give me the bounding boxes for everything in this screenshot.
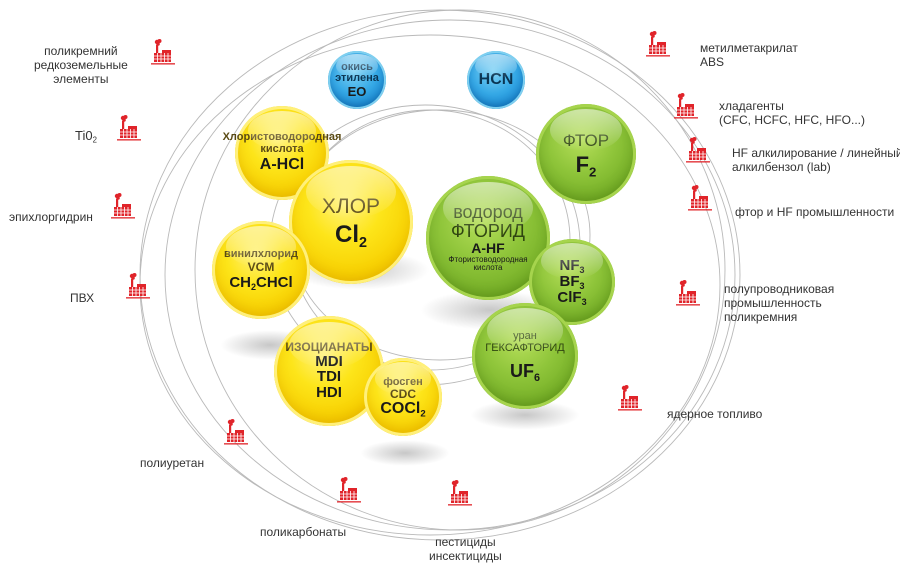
node-isocyanates: ИЗОЦИАНАТЫ MDI TDI HDI: [274, 316, 384, 426]
node-formula-subscript: 6: [533, 371, 540, 384]
label-line: ABS: [700, 55, 725, 69]
label-line: пестициды: [435, 535, 496, 549]
node-formula: NF: [559, 257, 580, 275]
label-line: ПВХ: [70, 291, 95, 305]
node-formula: Cl: [334, 221, 359, 249]
node-hcn: HCN: [467, 51, 525, 109]
node-label: ФТОРИД: [451, 221, 525, 242]
node-uranium-hexafluoride: уран ГЕКСАФТОРИД UF6: [472, 303, 578, 409]
label-line: ядерное топливо: [667, 407, 763, 421]
label-line: полиуретан: [140, 456, 205, 470]
label-line: HF алкилирование / линейный: [732, 146, 900, 160]
factory-icon: [114, 114, 144, 144]
label-line: промышленность: [724, 296, 822, 310]
node-abbr: VCM: [247, 259, 275, 274]
node-label: ФТОР: [562, 130, 610, 150]
node-hydrogen-fluoride: водород ФТОРИД A-HF Фтористоводородная к…: [426, 176, 550, 300]
node-formula: F: [575, 152, 590, 178]
node-item: HDI: [316, 384, 342, 402]
node-formula: A-HF: [471, 240, 505, 257]
node-label: ХЛОР: [321, 195, 381, 219]
node-label: кислота: [260, 142, 304, 155]
factory-icon: [673, 279, 703, 309]
factory-icon: [148, 38, 178, 68]
node-item: MDI: [315, 352, 343, 370]
application-label: полупроводниковая промышленность поликре…: [724, 282, 834, 324]
factory-icon: [334, 476, 364, 506]
node-label: фосген: [383, 375, 423, 388]
node-formula: ClF: [557, 288, 582, 306]
factory-icon: [123, 272, 153, 302]
label-line: поликремния: [724, 310, 798, 324]
node-phosgene: фосген CDC COCl2: [364, 358, 442, 436]
label-subscript: 2: [92, 135, 97, 145]
node-ethylene-oxide: окись этилена EO: [328, 51, 386, 109]
factory-icon: [445, 479, 475, 509]
application-label: ПВХ: [70, 291, 94, 305]
node-formula-subscript: 3: [579, 281, 585, 292]
label-line: поликремний: [44, 44, 118, 58]
label-line: эпихлоргидрин: [9, 210, 93, 224]
node-formula: COCl: [380, 399, 421, 417]
node-label: ИЗОЦИАНАТЫ: [285, 340, 373, 355]
node-formula: A-HCl: [259, 156, 305, 174]
node-formula: HCN: [478, 70, 514, 88]
factory-icon: [683, 136, 713, 166]
node-formula: EO: [347, 83, 367, 99]
factory-icon: [643, 30, 673, 60]
factory-icon: [108, 192, 138, 222]
node-label: этилена: [335, 72, 379, 85]
node-formula-subscript: 3: [581, 297, 587, 308]
outer-ring-arc: [194, 9, 726, 531]
label-line: Ti0: [75, 128, 93, 143]
node-desc: кислота: [473, 263, 503, 273]
label-line: алкилбензол (lab): [732, 160, 831, 174]
application-label: поликарбонаты: [260, 525, 346, 539]
label-line: поликарбонаты: [260, 525, 347, 539]
label-line: метилметакрилат: [700, 41, 798, 55]
factory-icon: [671, 92, 701, 122]
node-formula-subscript: 3: [579, 265, 585, 276]
node-label: уран: [513, 330, 537, 342]
node-fluorine: ФТОР F2: [536, 104, 636, 204]
node-formula: CH: [229, 274, 251, 292]
factory-icon: [615, 384, 645, 414]
node-vinyl-chloride: винилхлорид VCM CH2CHCl: [212, 221, 310, 319]
application-label: метилметакрилат ABS: [700, 41, 798, 69]
label-line: полупроводниковая: [724, 282, 835, 296]
application-label: Ti02: [75, 128, 97, 145]
node-label: ГЕКСАФТОРИД: [485, 341, 565, 354]
node-label: Хлористоводородная: [222, 131, 342, 144]
node-abbr: CDC: [390, 387, 416, 402]
node-formula: UF: [509, 361, 534, 382]
node-formula-subscript: 2: [420, 408, 426, 420]
node-formula-subscript: 2: [358, 235, 367, 252]
application-label: полиуретан: [140, 456, 204, 470]
ball-shadow: [360, 440, 450, 466]
node-label: водород: [453, 202, 523, 223]
node-item: TDI: [316, 368, 342, 386]
application-label: поликремний редкоземельные элементы: [34, 44, 128, 86]
node-label: винилхлорид: [223, 248, 299, 261]
node-desc: Фтористоводородная: [448, 254, 528, 264]
factory-icon: [685, 184, 715, 214]
node-formula: CHCl: [256, 274, 293, 292]
label-line: элементы: [53, 72, 109, 86]
label-line: редкоземельные: [34, 58, 128, 72]
label-line: инсектициды: [429, 549, 502, 563]
label-line: (CFC, HCFC, HFC, HFO...): [719, 113, 865, 127]
application-label: пестициды инсектициды: [429, 535, 502, 563]
label-line: фтор и HF промышленности: [735, 205, 895, 219]
application-label: фтор и HF промышленности: [735, 205, 894, 219]
node-label: окись: [341, 60, 373, 73]
label-line: хладагенты: [719, 99, 784, 113]
node-formula: BF: [559, 273, 580, 291]
application-label: эпихлоргидрин: [9, 210, 93, 224]
node-formula-subscript: 2: [589, 164, 597, 180]
application-label: хладагенты (CFC, HCFC, HFC, HFO...): [719, 99, 865, 127]
application-label: ядерное топливо: [667, 407, 762, 421]
application-label: HF алкилирование / линейный алкилбензол …: [732, 146, 900, 174]
node-formula-subscript: 2: [250, 282, 256, 293]
factory-icon: [221, 418, 251, 448]
